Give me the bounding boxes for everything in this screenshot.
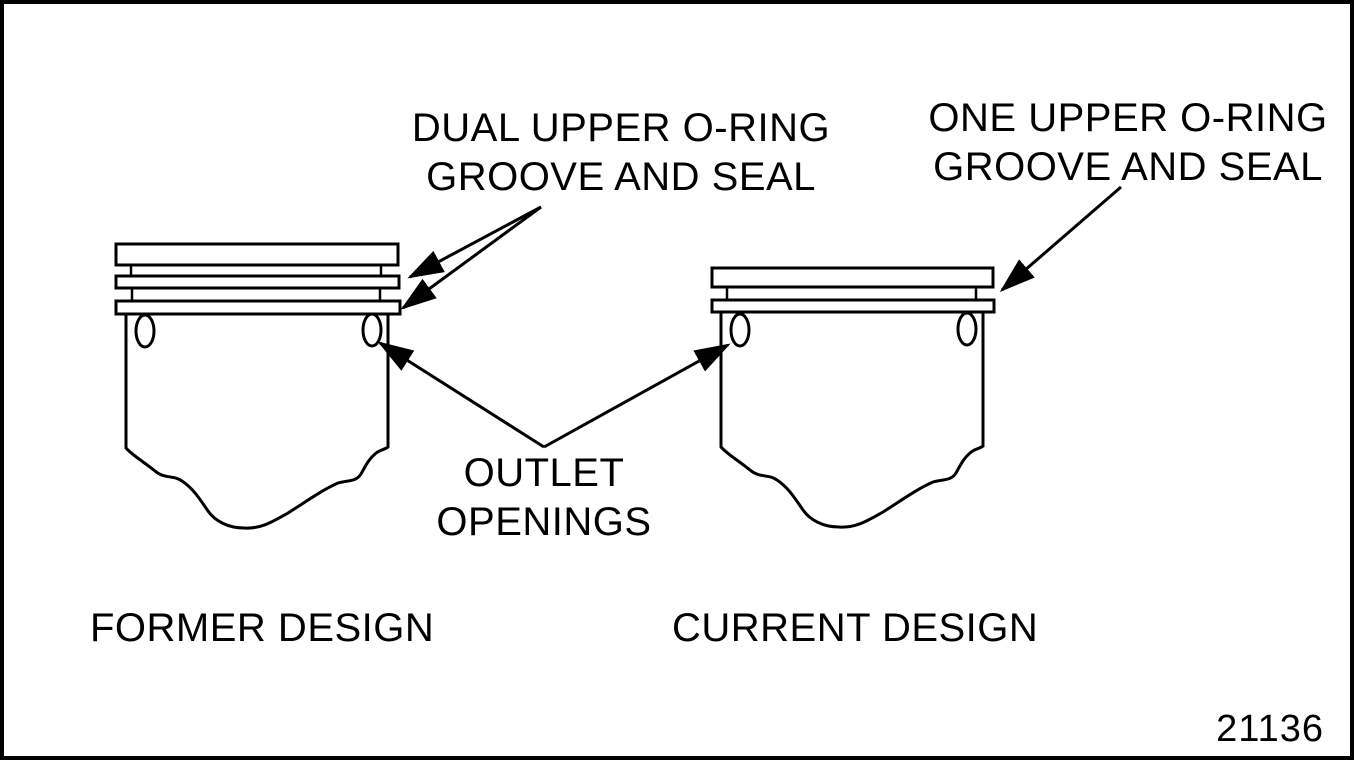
piston-comparison-diagram	[114, 185, 1122, 530]
outlet-openings-label: OUTLET OPENINGS	[369, 449, 719, 547]
dual-oring-arrow-2	[400, 205, 542, 310]
current-piston-body	[719, 311, 985, 529]
former-upper-oring-seal-1	[114, 274, 401, 290]
former-piston-body	[124, 312, 390, 530]
current-piston-drawing	[710, 266, 996, 529]
dual-oring-label: DUAL UPPER O-RING GROOVE AND SEAL	[371, 104, 871, 202]
outlet-label-line1: OUTLET	[463, 451, 625, 495]
current-top-ring	[710, 266, 995, 289]
outlet-arrow-left	[377, 341, 545, 449]
one-oring-label-line2: GROOVE AND SEAL	[933, 145, 1323, 189]
current-design-caption: CURRENT DESIGN	[672, 606, 1039, 650]
one-oring-label-line1: ONE UPPER O-RING	[928, 96, 1328, 140]
one-oring-arrow	[999, 185, 1122, 292]
former-piston-drawing	[114, 242, 402, 530]
current-upper-oring-seal	[710, 298, 996, 314]
former-design-caption: FORMER DESIGN	[90, 606, 435, 650]
callout-arrows	[377, 185, 1122, 449]
dual-oring-label-line1: DUAL UPPER O-RING	[411, 106, 831, 150]
former-top-ring	[114, 242, 400, 267]
one-oring-label: ONE UPPER O-RING GROOVE AND SEAL	[893, 94, 1350, 192]
outlet-label-line2: OPENINGS	[436, 500, 652, 544]
dual-oring-label-line2: GROOVE AND SEAL	[426, 155, 816, 199]
former-upper-oring-seal-2	[114, 299, 402, 316]
outlet-arrow-right	[543, 343, 731, 449]
figure-number: 21136	[1216, 708, 1324, 750]
dual-oring-arrow-1	[407, 205, 542, 279]
